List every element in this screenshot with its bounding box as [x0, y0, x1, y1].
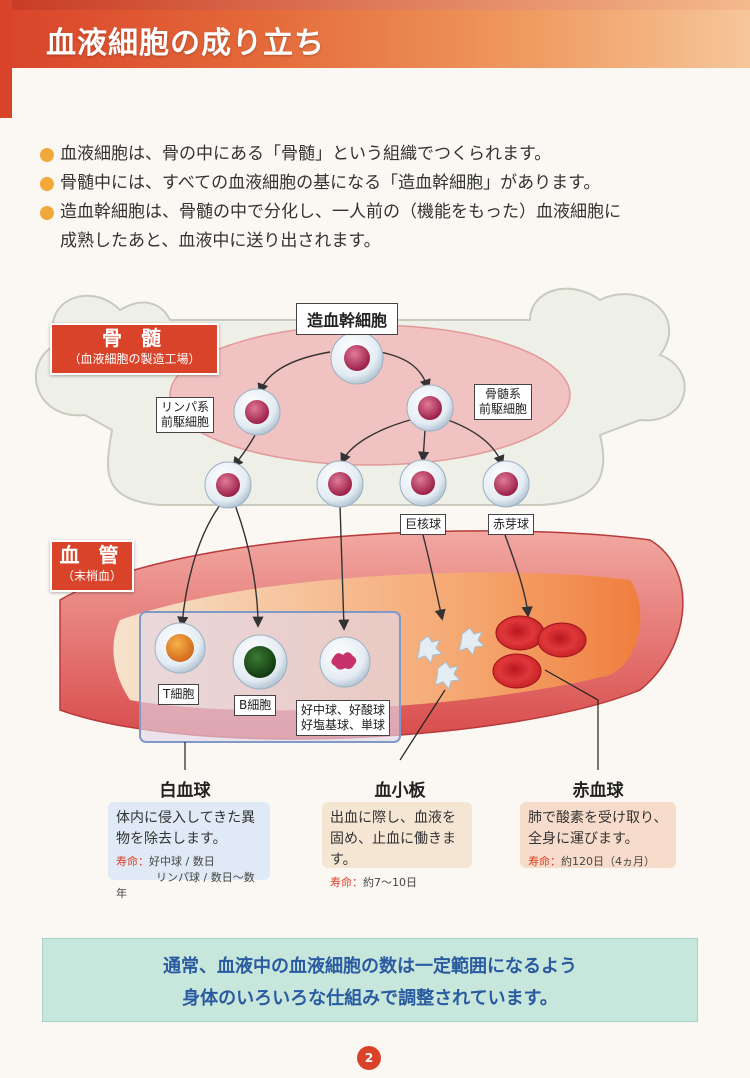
arrow-to-rbc — [504, 534, 533, 618]
bullet-icon — [40, 148, 54, 162]
bullet-icon — [40, 177, 54, 191]
header-side-bar — [0, 0, 12, 118]
arrow-stem-to-lymphoid — [257, 351, 331, 395]
bone-marrow-tag: 骨 髄 （血液細胞の製造工場） — [50, 323, 219, 375]
arrow-to-platelet — [422, 534, 446, 621]
myeloid-progenitor-label: 骨髄系 前駆細胞 — [474, 384, 533, 420]
lymphoid-progenitor-label: リンパ系 前駆細胞 — [156, 397, 215, 433]
erythroblast-icon — [482, 460, 530, 508]
b-cell-label: B細胞 — [234, 695, 277, 716]
intro-item: 造血幹細胞は、骨髄の中で分化し、一人前の（機能をもった）血液細胞に — [40, 198, 720, 227]
lymphoid-cell-icon — [204, 461, 252, 509]
myeloid-progenitor-icon — [406, 384, 454, 432]
arrow-to-tcell — [177, 504, 221, 628]
platelet-title: 血小板 — [374, 781, 426, 801]
arrow-myeloid-to-granulo — [340, 419, 411, 465]
pointer-rbc — [544, 669, 599, 770]
granulocyte-icon — [319, 636, 371, 688]
red-blood-cell-icon — [492, 615, 587, 689]
intro-item: 血液細胞は、骨の中にある「骨髄」という組織でつくられます。 — [40, 140, 720, 169]
bullet-icon — [40, 206, 54, 220]
rbc-title: 赤血球 — [572, 781, 624, 801]
lymphoid-progenitor-icon — [233, 388, 281, 436]
intro-list: 血液細胞は、骨の中にある「骨髄」という組織でつくられます。 骨髄中には、すべての… — [40, 140, 720, 256]
rbc-lifespan: 寿命：約120日（4ヵ月） — [528, 855, 655, 868]
b-cell-icon — [232, 634, 288, 690]
stem-cell-icon — [330, 331, 384, 385]
pointer-platelet — [399, 689, 446, 761]
page-title: 血液細胞の成り立ち — [46, 26, 325, 61]
platelet-description: 出血に際し、血液を固め、止血に働きます。 寿命：約7～10日 — [322, 802, 472, 889]
t-cell-icon — [154, 622, 206, 674]
megakaryocyte-icon — [399, 459, 447, 507]
t-cell-label: T細胞 — [158, 684, 200, 705]
arrow-myeloid-to-erythro — [447, 419, 505, 467]
stem-cell-label: 造血幹細胞 — [296, 303, 399, 335]
rbc-description: 肺で酸素を受け取り、全身に運びます。 寿命：約120日（4ヵ月） — [520, 802, 676, 868]
wbc-lifespan: 寿命：好中球 / 数日 リンパ球 / 数日～数年 — [116, 855, 255, 900]
myeloblast-icon — [316, 460, 364, 508]
header-topline — [0, 0, 750, 10]
page-header: 血液細胞の成り立ち — [0, 0, 750, 118]
intro-item-continued: 成熟したあと、血液中に送り出されます。 — [60, 231, 381, 251]
megakaryocyte-label: 巨核球 — [400, 514, 447, 535]
summary-note: 通常、血液中の血液細胞の数は一定範囲になるよう 身体のいろいろな仕組みで調整され… — [42, 938, 698, 1022]
wbc-description: 体内に侵入してきた異物を除去します。 寿命：好中球 / 数日 リンパ球 / 数日… — [108, 802, 270, 900]
arrow-myeloid-to-mega — [417, 429, 430, 463]
intro-item: 骨髄中には、すべての血液細胞の基になる「造血幹細胞」があります。 — [40, 169, 720, 198]
platelet-lifespan: 寿命：約7～10日 — [330, 876, 417, 889]
blood-vessel-tag: 血 管 （末梢血） — [50, 540, 134, 592]
diagram-drawing — [34, 287, 686, 770]
page-number: 2 — [357, 1046, 381, 1070]
arrow-to-bcell — [234, 504, 264, 628]
blood-cell-diagram: 骨 髄 （血液細胞の製造工場） 血 管 （末梢血） 造血幹細胞 リンパ系 前駆細… — [0, 270, 750, 770]
platelet-icon — [416, 627, 486, 691]
wbc-title: 白血球 — [159, 781, 211, 801]
erythroblast-label: 赤芽球 — [488, 514, 535, 535]
granulocyte-label: 好中球、好酸球 好塩基球、単球 — [296, 700, 391, 736]
arrow-stem-to-myeloid — [379, 351, 431, 391]
arrow-to-granulocyte — [338, 504, 350, 631]
